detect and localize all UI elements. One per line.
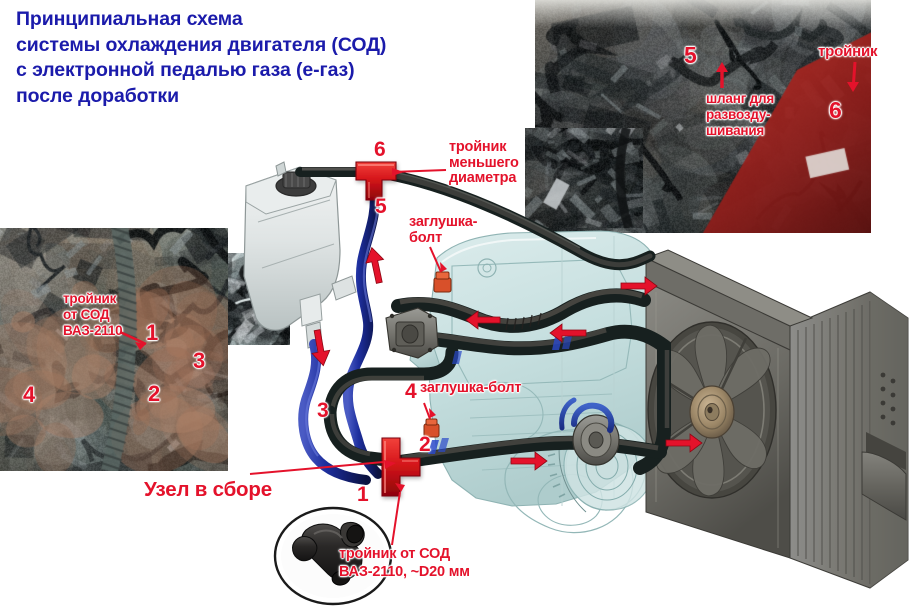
tee-fitting-photo-cutout [273, 506, 393, 606]
callout-number-2: 2 [419, 433, 431, 456]
water-pump-housing [385, 307, 439, 359]
photo-left-number-3: 3 [193, 348, 206, 373]
photo-left-number-4: 4 [23, 382, 36, 407]
photo-left-number-2: 2 [148, 381, 161, 406]
hose-blue-5 [342, 183, 383, 479]
hose-upper-return [391, 288, 651, 333]
radiator-assembly [644, 249, 909, 589]
callout-number-1: 1 [357, 483, 369, 506]
label-tee-from-cooling-system: тройник от СОД ВАЗ-2110, ~D20 мм [339, 546, 470, 581]
page-title: Принципиальная схема системы охлаждения … [16, 8, 387, 107]
hose-blue-3 [298, 339, 371, 485]
photo-inset-tee-install [525, 128, 643, 228]
photo-left-number-1: 1 [146, 320, 159, 345]
callout-number-4: 4 [405, 380, 417, 403]
label-plug-bolt-lower: заглушка-болт [420, 380, 522, 396]
photo-left-label-tee-from-vaz: тройник от СОД ВАЗ-2110 [63, 291, 123, 339]
hose-heater-loop [323, 345, 459, 469]
callout-number-3: 3 [317, 399, 329, 422]
photo-tr-label-bleed-hose: шланг для развозду- шивания [706, 91, 775, 138]
flow-arrows [311, 246, 703, 471]
plug-bolt-4 [433, 271, 452, 293]
hose-lower-pump [393, 435, 667, 469]
tee-fitting-6 [355, 161, 397, 201]
photo-hose-detail-left [0, 228, 228, 471]
caption-assembly: Узел в сборе [144, 478, 272, 501]
label-plug-bolt-upper: заглушка- болт [409, 214, 478, 246]
coolant-pump-pulley [559, 397, 620, 466]
hose-tee-left-stub [295, 167, 367, 177]
expansion-tank [243, 161, 357, 349]
hose-upper-main [380, 168, 656, 271]
label-tee-smaller-diameter: тройник меньшего диаметра [449, 139, 519, 187]
callout-number-6: 6 [374, 138, 386, 161]
photo-tr-number-5: 5 [684, 42, 697, 68]
hose-clamps [428, 336, 572, 454]
callout-arrowheads [384, 168, 447, 492]
photo-tr-number-6: 6 [829, 97, 842, 123]
photo-tr-label-tee: тройник [818, 43, 878, 60]
plug-bolt-2 [423, 418, 440, 438]
callout-number-5: 5 [375, 195, 387, 218]
